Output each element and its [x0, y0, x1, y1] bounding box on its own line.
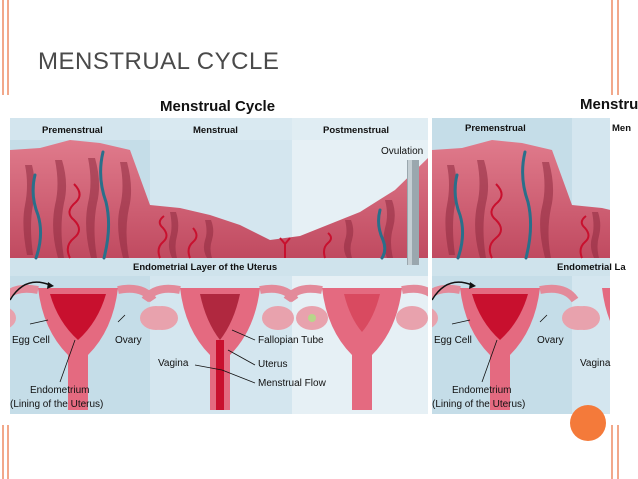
phase-menstrual-repeat: Men [612, 123, 631, 134]
label-lining-repeat: (Lining of the Uterus) [432, 399, 526, 410]
label-lining: (Lining of the Uterus) [10, 399, 104, 410]
phase-premenstrual-repeat: Premenstrual [465, 123, 526, 134]
label-menstrual-flow: Menstrual Flow [258, 378, 326, 389]
endometrial-layer-label-repeat: Endometrial La [557, 262, 626, 273]
label-egg-cell-repeat: Egg Cell [434, 335, 472, 346]
phase-menstrual: Menstrual [193, 125, 238, 136]
diagram-title: Menstrual Cycle [160, 98, 276, 115]
label-endometrium: Endometrium [30, 385, 90, 396]
right-decoration [606, 0, 638, 479]
label-endometrium-repeat: Endometrium [452, 385, 512, 396]
label-uterus: Uterus [258, 359, 288, 370]
label-egg-cell: Egg Cell [12, 335, 50, 346]
label-ovary: Ovary [115, 335, 142, 346]
phase-postmenstrual: Postmenstrual [323, 125, 389, 136]
repeat-panel [432, 118, 610, 414]
ovulation-label: Ovulation [381, 146, 424, 157]
main-panel [10, 118, 428, 414]
slide-title: MENSTRUAL CYCLE [38, 48, 280, 75]
label-vagina-repeat: Vagina [580, 358, 611, 369]
label-vagina: Vagina [158, 358, 189, 369]
phase-premenstrual: Premenstrual [42, 125, 103, 136]
label-ovary-repeat: Ovary [537, 335, 564, 346]
accent-circle [570, 405, 606, 441]
left-decoration [0, 0, 12, 479]
endometrial-layer-label: Endometrial Layer of the Uterus [133, 262, 278, 273]
label-fallopian-tube: Fallopian Tube [258, 335, 324, 346]
uterus-illustrations [10, 281, 428, 410]
diagram-title-repeat: Menstru [580, 96, 638, 113]
